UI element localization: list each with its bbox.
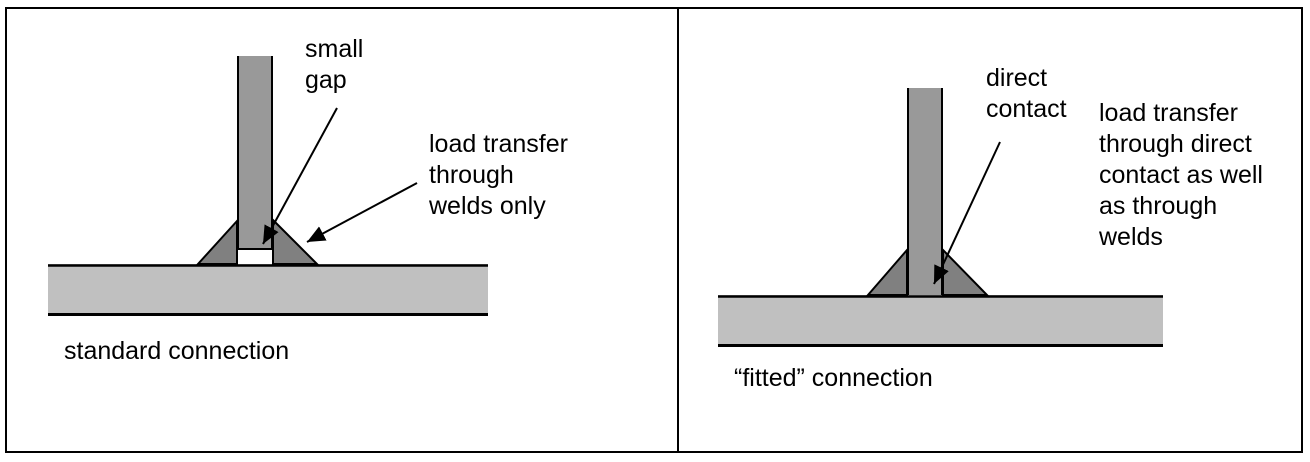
panel-fitted-diagram [718, 88, 1163, 347]
weld-left-shape [195, 218, 238, 265]
small-gap-region [239, 250, 271, 263]
weld-load-transfer-label: load transfer through welds only [429, 130, 568, 220]
direct-contact-arrow [933, 141, 1001, 285]
figure-border [5, 7, 1303, 453]
base-plate-shape [48, 264, 488, 316]
base-plate-shape [718, 295, 1163, 347]
fitted-connection-caption: “fitted” connection [734, 364, 933, 392]
small-gap-arrow [262, 107, 338, 245]
standard-connection-caption: standard connection [64, 337, 290, 365]
direct-load-transfer-label: load transfer through direct contact as … [1099, 99, 1263, 251]
panel-standard-diagram [48, 56, 488, 316]
weld-left-shape [865, 247, 908, 296]
weld-right-shape [942, 247, 990, 296]
small-gap-label: small gap [305, 35, 364, 94]
panel-divider [677, 7, 679, 453]
weld-load-arrow [306, 182, 418, 243]
weld-right-shape [272, 217, 320, 265]
column-shape [237, 56, 273, 249]
column-shape [907, 88, 943, 295]
direct-contact-label: direct contact [986, 64, 1067, 123]
